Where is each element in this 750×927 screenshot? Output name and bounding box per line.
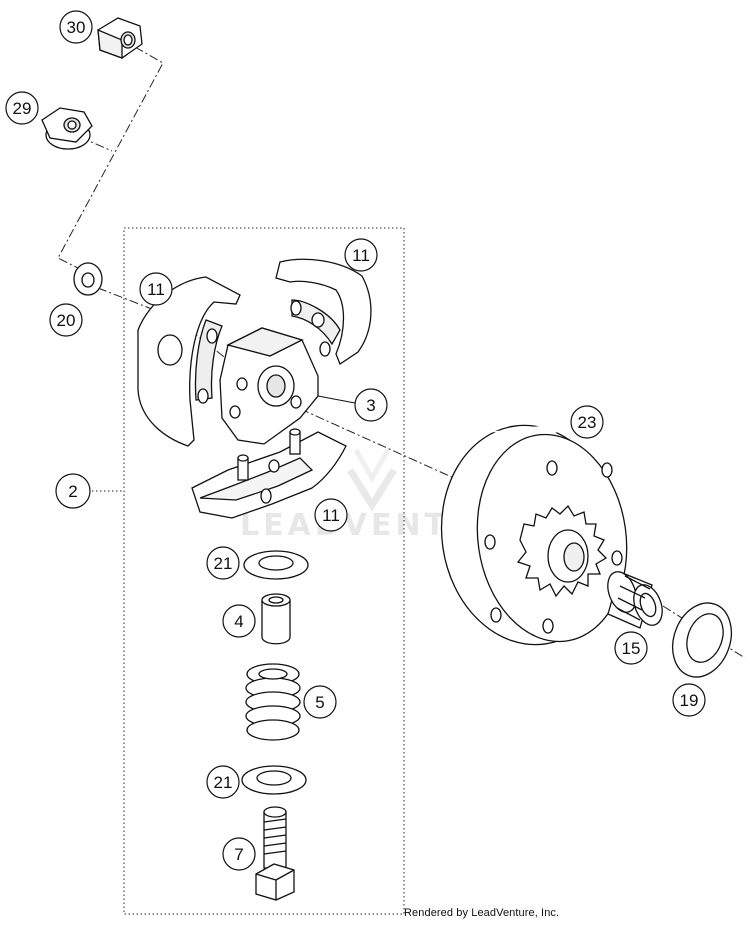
callout-11-bottom-text: 11: [322, 506, 340, 525]
callout-21-lower-text: 21: [214, 773, 233, 792]
bolt-part-7: [255, 806, 295, 901]
clutch-bell-part-23: [440, 420, 628, 646]
callout-21-upper: 21: [206, 546, 240, 580]
callout-4: 4: [222, 604, 256, 638]
callout-2-text: 2: [68, 482, 77, 501]
callout-4-text: 4: [234, 612, 243, 631]
assembly-bracket: [123, 227, 405, 915]
flange-nut-part-29: [41, 107, 93, 150]
callout-11-left-text: 11: [147, 280, 165, 299]
callout-3-leader: [317, 395, 356, 404]
callout-29: 29: [5, 91, 39, 125]
nut-part-30: [97, 17, 143, 59]
washer-part-21-upper: [243, 550, 309, 580]
washer-part-19: [672, 602, 732, 678]
callout-11-top: 11: [344, 238, 378, 272]
callout-11-bottom: 11: [314, 498, 348, 532]
callout-30-text: 30: [67, 18, 86, 37]
callout-3-text: 3: [366, 396, 375, 415]
callout-30: 30: [59, 10, 93, 44]
callout-15-text: 15: [622, 639, 641, 658]
callout-19-text: 19: [680, 691, 699, 710]
washer-part-20: [73, 262, 103, 296]
sleeve-part-4: [261, 593, 291, 645]
callout-20-text: 20: [57, 311, 76, 330]
callout-7: 7: [222, 837, 256, 871]
spring-part-5: [245, 663, 301, 741]
clutch-shoe-part-11-top: [275, 258, 372, 365]
clutch-carrier-part-3: [219, 327, 319, 445]
clutch-shoe-part-11-left: [137, 276, 241, 447]
callout-3: 3: [354, 388, 388, 422]
callout-5: 5: [303, 685, 337, 719]
clutch-shoe-part-11-bottom: [191, 428, 347, 519]
callout-15: 15: [614, 631, 648, 665]
render-credit: Rendered by LeadVenture, Inc.: [404, 907, 560, 919]
callout-19: 19: [672, 683, 706, 717]
callout-5-text: 5: [315, 693, 324, 712]
callout-29-text: 29: [13, 99, 32, 118]
callout-20: 20: [49, 303, 83, 337]
washer-part-21-lower: [241, 765, 307, 795]
callout-11-left: 11: [139, 272, 173, 306]
callout-2: 2: [55, 473, 91, 509]
callout-23: 23: [570, 405, 604, 439]
callout-23-text: 23: [578, 413, 597, 432]
callout-11-top-text: 11: [352, 246, 370, 265]
callout-21-lower: 21: [206, 765, 240, 799]
needle-bearing-part-15: [607, 571, 663, 629]
callout-21-upper-text: 21: [214, 554, 233, 573]
callout-7-text: 7: [234, 845, 243, 864]
